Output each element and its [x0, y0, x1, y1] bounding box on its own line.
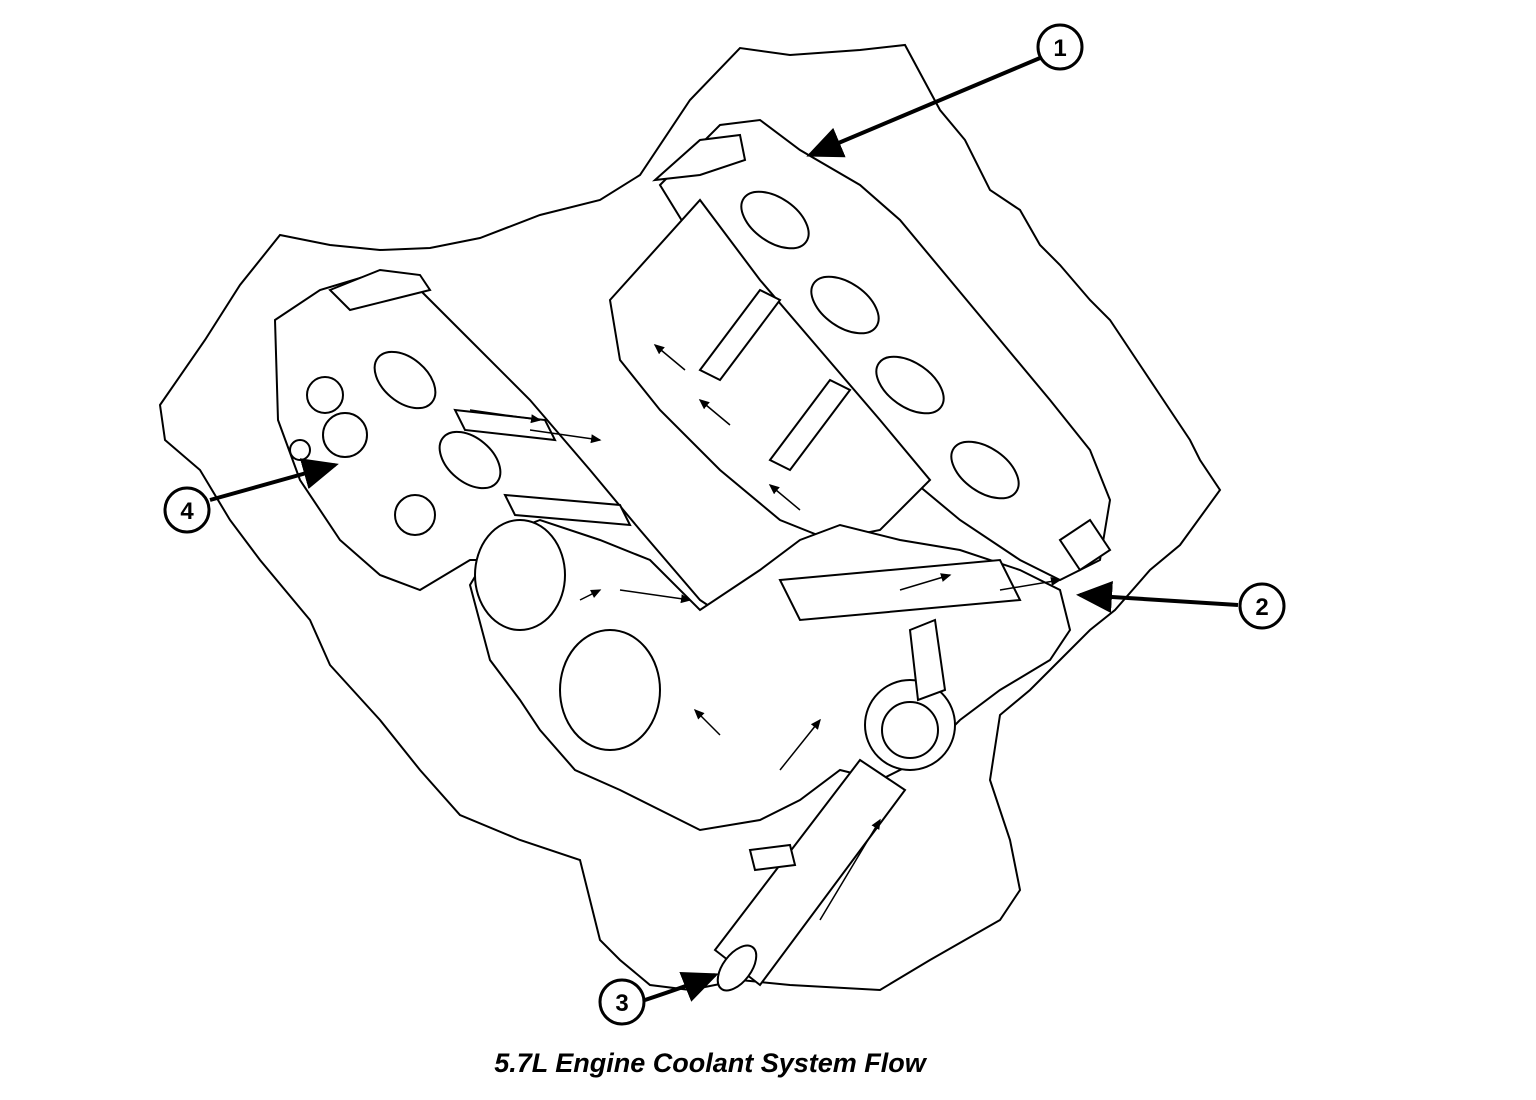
callout-3-label: 3 [615, 990, 628, 1017]
leader-3 [644, 972, 719, 1002]
callout-leaders [209, 56, 1239, 1002]
leader-1 [806, 56, 1041, 158]
callout-2-label: 2 [1255, 594, 1268, 621]
callout-4-label: 4 [180, 498, 194, 525]
leader-4 [209, 458, 339, 502]
engine-block-outline [158, 43, 1222, 992]
callout-2: 2 [1238, 582, 1286, 630]
figure-caption: 5.7L Engine Coolant System Flow [494, 1048, 926, 1078]
right-cylinder-bank [608, 118, 1112, 582]
callout-3: 3 [598, 978, 646, 1026]
coolant-flow-arrows [469, 344, 1062, 921]
water-pump-housing [468, 518, 1072, 832]
callout-4: 4 [163, 486, 211, 534]
callout-1-label: 1 [1053, 35, 1066, 62]
callout-1: 1 [1036, 23, 1084, 71]
inlet-hose [713, 758, 907, 992]
leader-2 [1076, 581, 1239, 613]
